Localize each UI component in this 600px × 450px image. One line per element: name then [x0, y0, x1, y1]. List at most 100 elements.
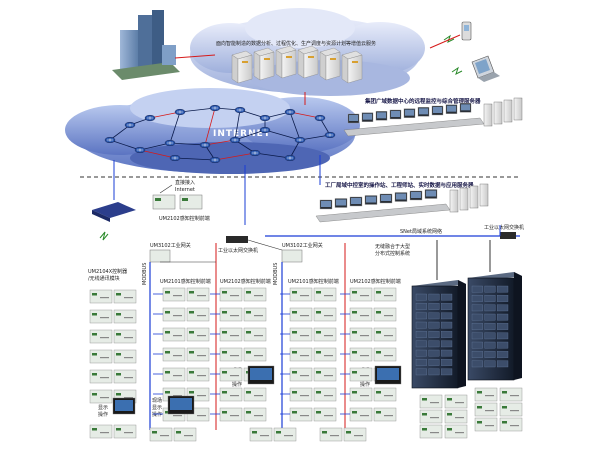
distributed-line1: 无缝融合于大型 — [375, 243, 410, 250]
router-icon — [284, 108, 296, 116]
server-icon — [275, 45, 297, 79]
router-icon — [174, 108, 186, 116]
io-module — [113, 349, 137, 364]
server-icon — [483, 103, 493, 127]
io-module — [419, 394, 443, 409]
io-module — [499, 417, 523, 432]
io-module — [162, 367, 186, 382]
router-icon — [259, 114, 271, 122]
io-module — [373, 387, 397, 402]
hmi-4-line3: 操作 — [360, 381, 370, 388]
workstation-icon — [379, 193, 393, 204]
io-module — [373, 407, 397, 422]
server-rack — [467, 272, 522, 381]
front-c-caption: UM2101感知控制前端 — [288, 278, 339, 285]
direct-access-line1: 直接接入 — [175, 179, 195, 186]
office-buildings-icon — [112, 10, 180, 80]
io-module — [474, 402, 498, 417]
io-module — [319, 427, 343, 442]
io-module — [243, 307, 267, 322]
io-module — [289, 387, 313, 402]
server-icon — [503, 99, 513, 123]
io-module — [219, 407, 243, 422]
workstation-icon — [389, 109, 402, 120]
controller-left-caption: UM2102感知控制前端 — [159, 215, 210, 222]
internet-label: INTERNET — [213, 129, 271, 139]
server-icon — [341, 50, 363, 84]
server-icon — [253, 47, 275, 81]
front-b-caption: UM2102感知控制前端 — [220, 278, 271, 285]
io-module — [289, 307, 313, 322]
switch-icon — [500, 232, 516, 239]
io-module — [186, 327, 210, 342]
io-module — [219, 347, 243, 362]
io-module — [289, 407, 313, 422]
hmi-3-line3: 操作 — [232, 381, 242, 388]
workstation-icon — [417, 107, 430, 117]
hmi-2-line1: 现场 — [152, 397, 162, 404]
io-module — [349, 307, 373, 322]
io-module — [243, 287, 267, 302]
io-module — [289, 367, 313, 382]
io-module — [499, 402, 523, 417]
router-icon — [259, 126, 271, 134]
io-module — [173, 427, 197, 442]
io-module — [444, 424, 468, 439]
workstation-icon — [349, 196, 363, 207]
io-module — [89, 289, 113, 304]
io-module — [313, 307, 337, 322]
wireless-signal-icon — [443, 34, 455, 43]
server-icon — [231, 50, 253, 84]
router-icon — [209, 156, 221, 164]
io-module — [373, 327, 397, 342]
io-module — [162, 327, 186, 342]
ind-switch-right-caption: 工业以太网交换机 — [484, 224, 524, 231]
server-icon — [479, 183, 489, 207]
workstation-icon — [409, 190, 423, 201]
controller-module-pair — [152, 194, 203, 210]
router-icon — [164, 139, 176, 147]
front-a-caption: UM2101感知控制前端 — [160, 278, 211, 285]
router-icon — [104, 136, 116, 144]
io-module — [313, 367, 337, 382]
workstation-icon — [319, 199, 333, 210]
io-module — [219, 367, 243, 382]
workstation-icon — [334, 198, 348, 208]
server-icon — [297, 45, 319, 79]
io-module — [343, 427, 367, 442]
server-rack — [411, 280, 466, 389]
io-module — [289, 347, 313, 362]
switch-icon — [226, 236, 248, 243]
io-module — [89, 329, 113, 344]
workstation-icon — [394, 192, 408, 202]
io-module — [249, 427, 273, 442]
distributed-line2: 分布式控制系统 — [375, 250, 410, 257]
io-module — [162, 307, 186, 322]
field-layer — [89, 239, 523, 442]
router-icon — [199, 141, 211, 149]
hmi-2-line2: 显示 — [152, 405, 162, 411]
server-icon — [513, 97, 523, 121]
router-icon — [134, 146, 146, 154]
io-module — [419, 424, 443, 439]
io-module — [149, 427, 173, 442]
snet-caption: SNet局域系统网络 — [400, 228, 442, 235]
io-module — [419, 409, 443, 424]
router-icon — [234, 106, 246, 114]
io-module — [444, 409, 468, 424]
io-module — [113, 424, 137, 439]
io-module — [349, 407, 373, 422]
io-module — [89, 369, 113, 384]
io-module — [219, 387, 243, 402]
workstation-icon — [403, 108, 416, 118]
workstation-icon — [445, 104, 458, 114]
io-module — [243, 327, 267, 342]
io-module — [243, 407, 267, 422]
wireless-signal-icon — [451, 66, 463, 75]
io-module — [186, 287, 210, 302]
group-server-row — [343, 97, 523, 137]
io-module — [273, 427, 297, 442]
server-icon — [449, 189, 459, 213]
router-icon — [284, 154, 296, 162]
server-icon — [469, 185, 479, 209]
